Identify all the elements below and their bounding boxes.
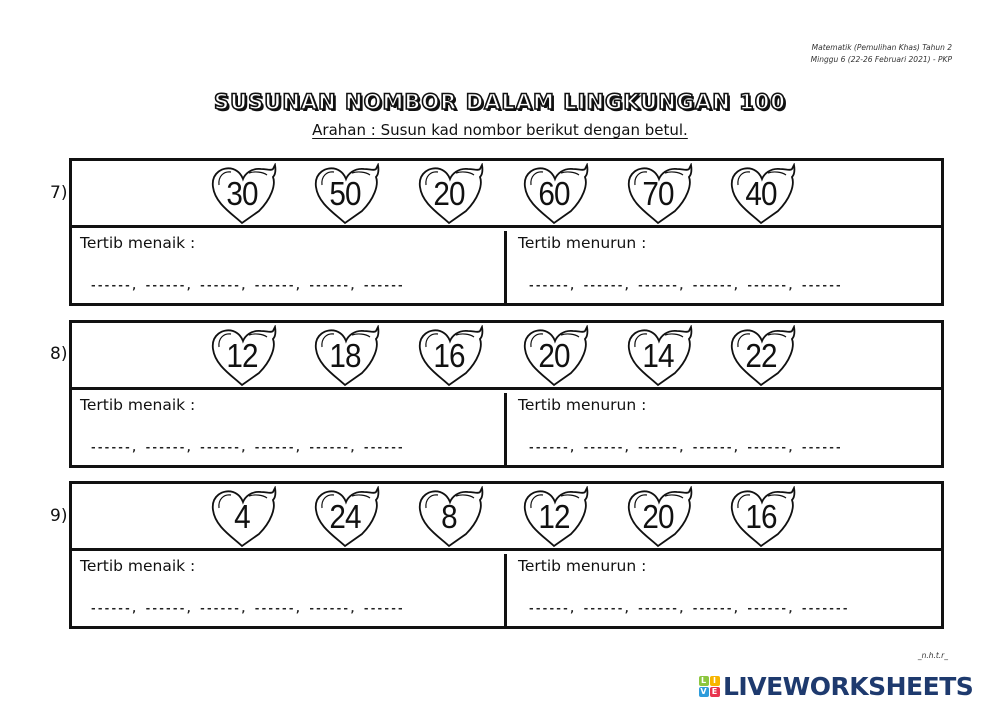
logo-text: LIVEWORKSHEETS xyxy=(723,671,974,701)
number-card[interactable]: 20 xyxy=(416,163,486,225)
heart-icon xyxy=(627,486,693,548)
number-card[interactable]: 20 xyxy=(625,486,695,548)
card-value: 14 xyxy=(642,337,674,374)
card-value: 12 xyxy=(538,498,570,535)
number-card[interactable]: 8 xyxy=(416,486,486,548)
number-card[interactable]: 60 xyxy=(521,163,591,225)
liveworksheets-logo: L I V E LIVEWORKSHEETS xyxy=(698,671,974,701)
badge-letter: I xyxy=(709,675,720,686)
descending-label: Tertib menurun : xyxy=(518,557,647,575)
heart-icon xyxy=(418,163,484,225)
worksheet-instruction: Arahan : Susun kad nombor berikut dengan… xyxy=(312,121,688,139)
card-value: 16 xyxy=(745,498,777,535)
ascending-label: Tertib menaik : xyxy=(80,557,196,575)
number-card[interactable]: 50 xyxy=(312,163,382,225)
course-info-line-2: Minggu 6 (22-26 Februari 2021) - PKP xyxy=(810,55,952,64)
card-value: 70 xyxy=(642,175,674,212)
number-card[interactable]: 12 xyxy=(521,486,591,548)
card-value: 4 xyxy=(234,498,251,535)
number-card[interactable]: 18 xyxy=(312,325,382,387)
author-credit: _n.h.t.r_ xyxy=(917,651,948,660)
descending-answer-area[interactable]: Tertib menurun : ------, ------, ------,… xyxy=(510,231,941,303)
number-card[interactable]: 20 xyxy=(521,325,591,387)
heart-icon xyxy=(627,163,693,225)
heart-icon xyxy=(314,163,380,225)
card-value: 50 xyxy=(329,175,361,212)
heart-icon xyxy=(211,325,277,387)
number-card[interactable]: 12 xyxy=(209,325,279,387)
question-number: 8) xyxy=(50,344,68,364)
card-value: 18 xyxy=(329,337,361,374)
heart-icon xyxy=(627,325,693,387)
number-card[interactable]: 24 xyxy=(312,486,382,548)
card-value: 8 xyxy=(441,498,458,535)
card-value: 20 xyxy=(433,175,465,212)
heart-icon xyxy=(730,486,796,548)
heart-icon xyxy=(730,325,796,387)
course-info: Matematik (Pemulihan Khas) Tahun 2 Mingg… xyxy=(811,42,952,66)
question-number: 7) xyxy=(50,183,68,203)
card-value: 30 xyxy=(226,175,258,212)
ascending-blanks[interactable]: ------, ------, ------, ------, ------, … xyxy=(90,602,404,615)
heart-icon xyxy=(211,486,277,548)
card-value: 16 xyxy=(433,337,465,374)
ascending-answer-area[interactable]: Tertib menaik : ------, ------, ------, … xyxy=(72,393,507,465)
heart-icon xyxy=(314,325,380,387)
badge-letter: L xyxy=(698,675,709,686)
number-cards-row: 4 24 8 12 20 16 xyxy=(72,484,941,551)
descending-label: Tertib menurun : xyxy=(518,396,647,414)
heart-icon xyxy=(523,325,589,387)
badge-letter: V xyxy=(698,686,709,697)
descending-blanks[interactable]: ------, ------, ------, ------, ------, … xyxy=(528,441,842,454)
worksheet-title: SUSUNAN NOMBOR DALAM LINGKUNGAN 100 xyxy=(213,89,786,115)
number-card[interactable]: 30 xyxy=(209,163,279,225)
descending-label: Tertib menurun : xyxy=(518,234,647,252)
heart-icon xyxy=(523,486,589,548)
descending-blanks[interactable]: ------, ------, ------, ------, ------, … xyxy=(528,279,842,292)
card-value: 40 xyxy=(745,175,777,212)
number-cards-row: 30 50 20 60 70 40 xyxy=(72,161,941,228)
question-box: 4 24 8 12 20 16 Tertib menaik : ------, … xyxy=(69,481,944,629)
course-info-line-1: Matematik (Pemulihan Khas) Tahun 2 xyxy=(811,43,952,52)
number-card[interactable]: 16 xyxy=(728,486,798,548)
heart-icon xyxy=(730,163,796,225)
heart-icon xyxy=(314,486,380,548)
question-number: 9) xyxy=(50,506,68,526)
question-box: 12 18 16 20 14 22 Tertib menaik : ------… xyxy=(69,320,944,468)
ascending-label: Tertib menaik : xyxy=(80,234,196,252)
ascending-answer-area[interactable]: Tertib menaik : ------, ------, ------, … xyxy=(72,554,507,626)
question-box: 30 50 20 60 70 40 Tertib menaik : ------… xyxy=(69,158,944,306)
number-card[interactable]: 16 xyxy=(416,325,486,387)
card-value: 12 xyxy=(226,337,258,374)
number-card[interactable]: 22 xyxy=(728,325,798,387)
descending-answer-area[interactable]: Tertib menurun : ------, ------, ------,… xyxy=(510,554,941,626)
descending-blanks[interactable]: ------, ------, ------, ------, ------, … xyxy=(528,602,849,615)
live-badge-icon: L I V E xyxy=(698,675,720,697)
heart-icon xyxy=(523,163,589,225)
number-card[interactable]: 4 xyxy=(209,486,279,548)
ascending-blanks[interactable]: ------, ------, ------, ------, ------, … xyxy=(90,279,404,292)
card-value: 60 xyxy=(538,175,570,212)
heart-icon xyxy=(418,325,484,387)
descending-answer-area[interactable]: Tertib menurun : ------, ------, ------,… xyxy=(510,393,941,465)
number-card[interactable]: 40 xyxy=(728,163,798,225)
card-value: 24 xyxy=(329,498,361,535)
card-value: 20 xyxy=(642,498,674,535)
ascending-answer-area[interactable]: Tertib menaik : ------, ------, ------, … xyxy=(72,231,507,303)
card-value: 22 xyxy=(745,337,777,374)
badge-letter: E xyxy=(709,686,720,697)
number-card[interactable]: 14 xyxy=(625,325,695,387)
card-value: 20 xyxy=(538,337,570,374)
ascending-label: Tertib menaik : xyxy=(80,396,196,414)
ascending-blanks[interactable]: ------, ------, ------, ------, ------, … xyxy=(90,441,404,454)
heart-icon xyxy=(418,486,484,548)
number-cards-row: 12 18 16 20 14 22 xyxy=(72,323,941,390)
heart-icon xyxy=(211,163,277,225)
number-card[interactable]: 70 xyxy=(625,163,695,225)
